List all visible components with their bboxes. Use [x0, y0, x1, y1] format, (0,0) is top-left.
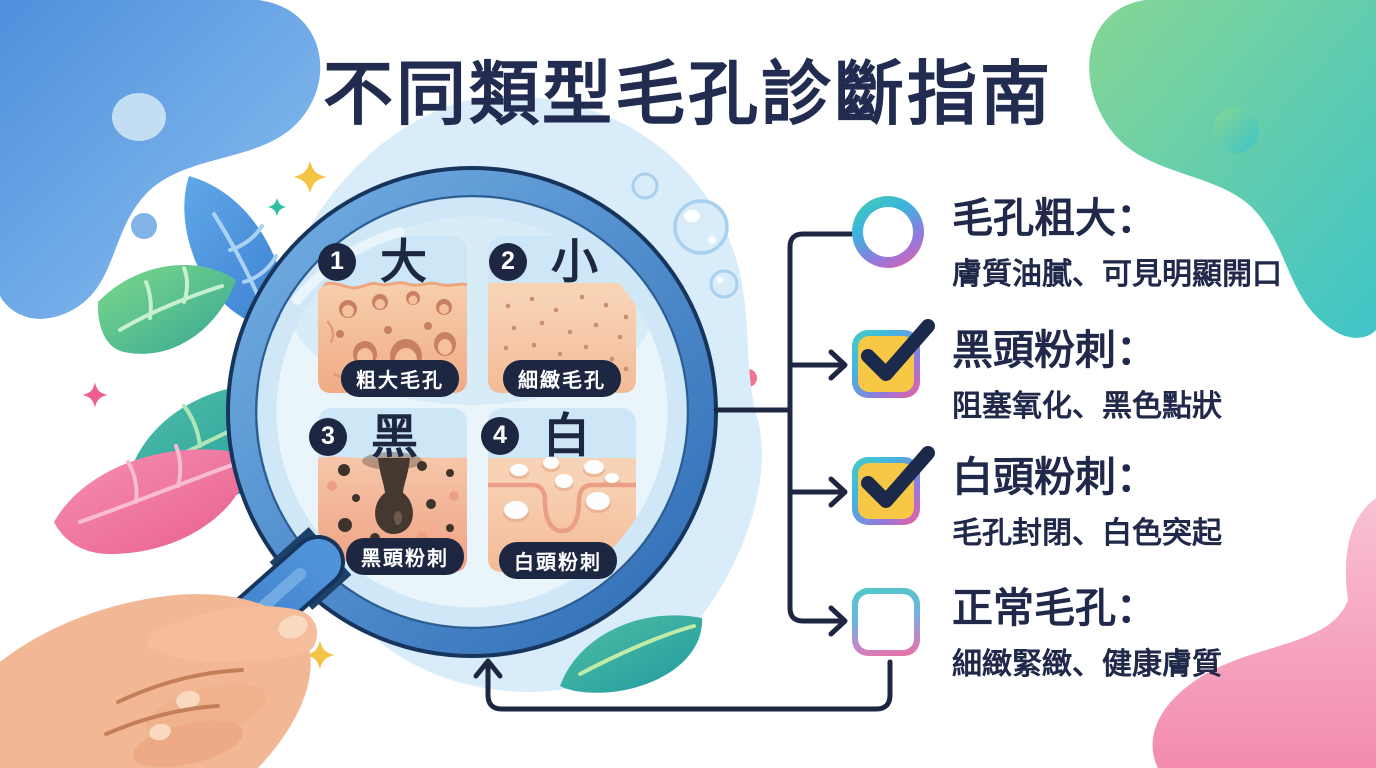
branch-arrow-4 — [787, 605, 845, 624]
hand-holding-magnifier — [0, 594, 318, 768]
label-pill-blackheads: 黑頭粉刺 — [346, 538, 464, 575]
arrowhead-2 — [828, 349, 848, 381]
diagnosis-text: 黑頭粉刺： 阻塞氧化、黑色點狀 — [952, 327, 1222, 425]
bottom-right-blob — [1152, 498, 1376, 768]
diagnosis-row-blackheads: 黑頭粉刺： 阻塞氧化、黑色點狀 — [852, 319, 1222, 425]
quadrant-header-large: 1 大 — [318, 238, 427, 285]
arrowhead-up — [473, 658, 503, 679]
top-left-blob — [0, 0, 321, 319]
top-right-blob — [1089, 0, 1376, 338]
diagnosis-text: 正常毛孔： 細緻緊緻、健康膚質 — [952, 585, 1222, 683]
icon-wrap — [852, 196, 926, 268]
quadrant-header-white: 4 白 — [481, 412, 590, 459]
page-title: 不同類型毛孔診斷指南 — [323, 55, 1053, 133]
number-badge-3: 3 — [309, 417, 347, 456]
pink-leaf-veins — [78, 444, 242, 524]
diagnosis-heading: 白頭粉刺： — [952, 454, 1157, 500]
ring-hole — [863, 207, 913, 257]
teal-leaf-bottom-vein — [578, 624, 696, 676]
quadrant-char-black: 黑 — [371, 410, 418, 463]
arrowhead-4 — [828, 605, 848, 637]
checkmark-icon — [861, 446, 935, 508]
quadrant-char-small: 小 — [551, 235, 598, 288]
icon-wrap — [852, 319, 935, 398]
number-badge-1: 1 — [318, 242, 356, 281]
number-badge-4: 4 — [481, 416, 519, 455]
arrowhead-3 — [828, 476, 848, 508]
label-pill-whiteheads: 白頭粉刺 — [499, 542, 617, 579]
diagnosis-heading: 正常毛孔： — [952, 585, 1157, 631]
diagnosis-row-whiteheads: 白頭粉刺： 毛孔封閉、白色突起 — [852, 446, 1222, 552]
green-leaf-left-veins — [118, 266, 224, 332]
diagnosis-description: 膚質油膩、可見明顯開口 — [952, 258, 1282, 292]
quadrant-header-black: 3 黑 — [309, 413, 418, 460]
diagnosis-description: 細緻緊緻、健康膚質 — [952, 648, 1222, 682]
top-right-dot — [1213, 107, 1259, 153]
quadrant-char-large: 大 — [380, 235, 427, 288]
icon-wrap — [852, 586, 926, 656]
feedback-loop-line — [485, 659, 893, 712]
number-badge-2: 2 — [489, 242, 527, 281]
diagnosis-row-enlarged-pores: 毛孔粗大： 膚質油膩、可見明顯開口 — [852, 195, 1282, 293]
bubble-icons — [631, 172, 739, 299]
checkmark-icon — [861, 319, 935, 381]
gradient-ring-icon — [852, 196, 924, 268]
diagnosis-heading: 黑頭粉刺： — [952, 327, 1157, 373]
diagnosis-description: 毛孔封閉、白色突起 — [952, 517, 1222, 551]
connector-lines — [473, 231, 893, 712]
magnifier-rim — [226, 166, 718, 658]
label-pill-fine-pores: 細緻毛孔 — [503, 360, 621, 397]
label-pill-large-pores: 粗大毛孔 — [341, 360, 459, 397]
diagnosis-row-normal-pores: 正常毛孔： 細緻緊緻、健康膚質 — [852, 585, 1222, 683]
icon-wrap — [852, 446, 935, 525]
checkbox-fill — [858, 594, 914, 650]
diagnosis-text: 毛孔粗大： 膚質油膩、可見明顯開口 — [952, 195, 1282, 293]
quadrant-header-small: 2 小 — [489, 238, 598, 285]
pink-leaf — [54, 449, 252, 554]
diagnosis-heading: 毛孔粗大： — [952, 195, 1157, 241]
green-leaf-left — [97, 264, 237, 354]
trunk-line — [787, 231, 854, 611]
diagnosis-description: 阻塞氧化、黑色點狀 — [952, 390, 1222, 424]
checkbox-empty-icon — [852, 588, 920, 656]
quadrant-char-white: 白 — [543, 409, 590, 462]
diagnosis-text: 白頭粉刺： 毛孔封閉、白色突起 — [952, 454, 1222, 552]
